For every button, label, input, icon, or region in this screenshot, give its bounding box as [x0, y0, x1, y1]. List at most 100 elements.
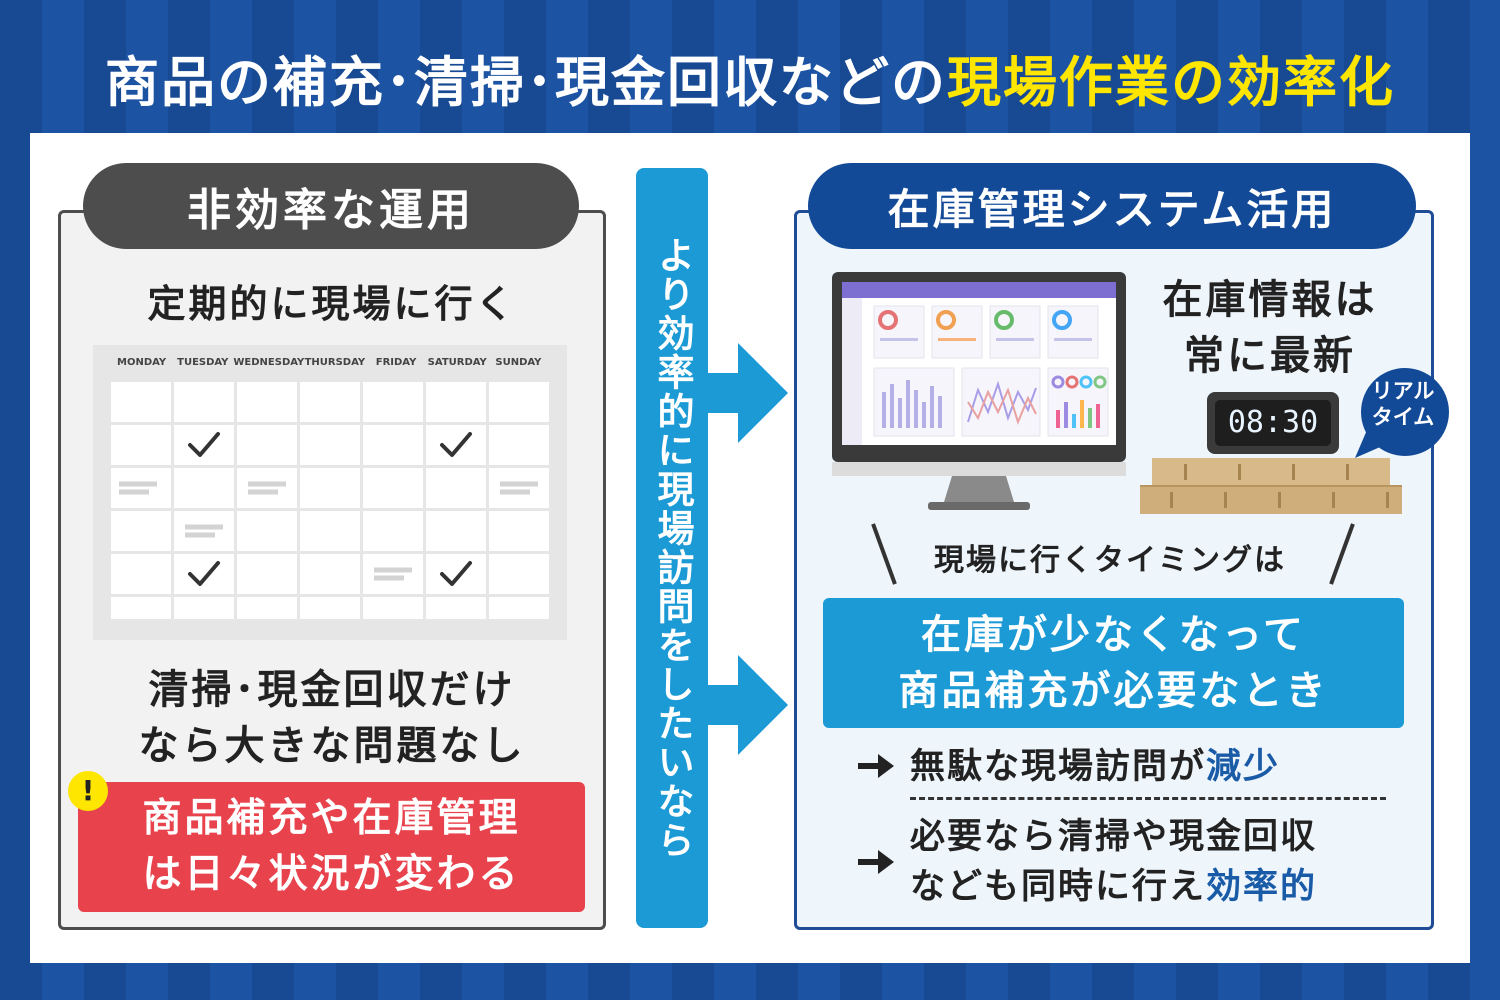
calendar-cell [174, 468, 234, 508]
calendar-cell [174, 511, 234, 551]
calendar-cell [300, 511, 360, 551]
calendar-cell [237, 468, 297, 508]
result-arrow-icon [858, 850, 894, 874]
day-label: SUNDAY [495, 357, 542, 368]
calendar-cell [300, 425, 360, 465]
calendar-cell [237, 597, 297, 619]
result-line: なども同時に行え効率的 [910, 862, 1317, 912]
result-reduce: 無駄な現場訪問が減少 [910, 742, 1280, 792]
condition-bar: より効率的に現場訪問をしたいなら [636, 168, 708, 928]
note-line: なら大きな問題なし [138, 723, 526, 769]
calendar-cell [363, 382, 423, 422]
calendar-cell [489, 597, 549, 619]
timing-callout: 在庫が少なくなって 商品補充が必要なとき [823, 598, 1404, 728]
calendar-cell [489, 382, 549, 422]
speech-bubble-icon [1355, 368, 1449, 458]
calendar: MONDAY TUESDAY WEDNESDAY THURSDAY FRIDAY… [93, 345, 567, 640]
right-arrow-icon [708, 343, 788, 443]
cardboard-boxes-icon [1140, 458, 1402, 514]
info-line: 在庫情報は [1162, 277, 1378, 323]
title-highlight: 現場作業の効率化 [947, 51, 1395, 114]
realtime-label: リアル タイム [1353, 378, 1453, 430]
calendar-cell [363, 425, 423, 465]
info-line: 常に最新 [1184, 333, 1356, 379]
calendar-cell [111, 382, 171, 422]
page-title: 商品の補充･清掃･現金回収などの現場作業の効率化 [0, 38, 1500, 118]
calendar-cell [363, 554, 423, 594]
calendar-cell [237, 382, 297, 422]
callout-line: 商品補充が必要なとき [898, 668, 1329, 714]
day-label: WEDNESDAY [233, 357, 305, 368]
schedule-note-lines [119, 479, 157, 498]
title-main: 商品の補充･清掃･現金回収などの [105, 51, 947, 114]
calendar-cell [426, 382, 486, 422]
inefficient-subtitle: 定期的に現場に行く [147, 282, 517, 326]
calendar-cell [426, 597, 486, 619]
realtime-line: タイム [1371, 405, 1435, 429]
calendar-cell [300, 382, 360, 422]
calendar-cell [111, 554, 171, 594]
inefficient-pill: 非効率な運用 [83, 163, 579, 249]
calendar-cell [300, 554, 360, 594]
monitor-dashboard-icon [832, 272, 1126, 510]
calendar-cell [174, 554, 234, 594]
realtime-line: リアル [1371, 379, 1435, 403]
right-arrow-icon [708, 655, 788, 755]
schedule-note-lines [248, 479, 286, 498]
checkmark-icon [440, 432, 472, 457]
alert-line: は日々状況が変わる [142, 852, 521, 897]
callout-line: 在庫が少なくなって [921, 612, 1306, 658]
result-emphasis: 効率的 [1206, 867, 1318, 907]
calendar-cell [111, 511, 171, 551]
calendar-cell [426, 511, 486, 551]
calendar-cell [300, 468, 360, 508]
calendar-cell [174, 425, 234, 465]
result-text: 無駄な現場訪問が [910, 747, 1207, 787]
result-efficient: 必要なら清掃や現金回収 なども同時に行え効率的 [910, 812, 1317, 912]
alert-line: 商品補充や在庫管理 [142, 796, 521, 841]
result-text: なども同時に行え [910, 867, 1207, 907]
calendar-cell [237, 554, 297, 594]
clock-icon: 08:30 [1207, 392, 1339, 454]
system-pill: 在庫管理システム活用 [808, 163, 1416, 249]
calendar-cell [426, 554, 486, 594]
calendar-cell [300, 597, 360, 619]
calendar-cell [111, 425, 171, 465]
calendar-cell [489, 468, 549, 508]
calendar-cell [111, 468, 171, 508]
clock-time: 08:30 [1215, 400, 1331, 446]
calendar-cell [489, 511, 549, 551]
calendar-cell [174, 382, 234, 422]
schedule-note-lines [185, 522, 223, 541]
calendar-cell [237, 511, 297, 551]
checkmark-icon [188, 561, 220, 586]
day-label: MONDAY [117, 357, 167, 368]
result-arrow-icon [858, 754, 894, 778]
calendar-cell [174, 597, 234, 619]
calendar-cell [426, 425, 486, 465]
timing-text: 現場に行くタイミングは [934, 543, 1286, 578]
checkmark-icon [188, 432, 220, 457]
calendar-cell [489, 425, 549, 465]
day-label: FRIDAY [375, 357, 417, 368]
calendar-header: MONDAY TUESDAY WEDNESDAY THURSDAY FRIDAY… [111, 357, 549, 377]
calendar-cell [363, 511, 423, 551]
calendar-cell [426, 468, 486, 508]
checkmark-icon [440, 561, 472, 586]
inventory-info: 在庫情報は 常に最新 [1140, 272, 1400, 384]
calendar-cell [237, 425, 297, 465]
schedule-note-lines [374, 565, 412, 584]
note-line: 清掃･現金回収だけ [148, 667, 516, 713]
schedule-note-lines [500, 479, 538, 498]
result-line: 必要なら清掃や現金回収 [910, 817, 1318, 857]
inefficient-note: 清掃･現金回収だけ なら大きな問題なし [58, 662, 606, 774]
alert-box: 商品補充や在庫管理 は日々状況が変わる [78, 782, 585, 912]
calendar-cell [363, 468, 423, 508]
day-label: THURSDAY [304, 357, 366, 368]
calendar-cell [489, 554, 549, 594]
calendar-grid [111, 382, 549, 620]
calendar-cell [363, 597, 423, 619]
result-emphasis: 減少 [1206, 747, 1281, 787]
day-label: SATURDAY [427, 357, 487, 368]
day-label: TUESDAY [177, 357, 229, 368]
